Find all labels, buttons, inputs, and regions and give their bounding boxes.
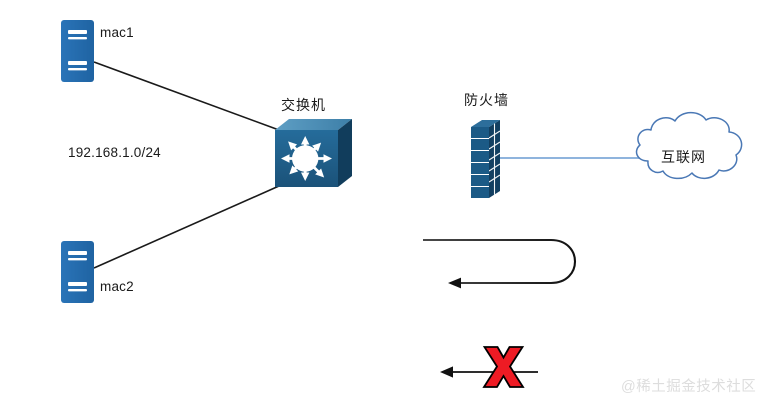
switch-icon[interactable] xyxy=(272,119,352,193)
server-icon-mac2[interactable] xyxy=(61,241,94,303)
link-mac2-to-switch xyxy=(93,185,280,269)
watermark: @稀土掘金技术社区 xyxy=(621,379,757,395)
subnet-label: 192.168.1.0/24 xyxy=(68,145,161,160)
node-label-internet: 互联网 xyxy=(661,149,706,165)
node-label-mac1: mac1 xyxy=(100,25,134,40)
loopback-arrow xyxy=(423,238,576,289)
cloud-icon-internet[interactable] xyxy=(635,111,743,180)
node-label-switch: 交换机 xyxy=(281,97,326,113)
node-label-mac2: mac2 xyxy=(100,279,134,294)
link-mac1-to-switch xyxy=(93,61,280,131)
blocked-arrow xyxy=(440,366,538,378)
firewall-icon[interactable] xyxy=(471,120,501,198)
x-mark-icon xyxy=(482,346,525,388)
server-icon-mac1[interactable] xyxy=(61,20,94,82)
node-label-firewall: 防火墙 xyxy=(464,92,509,108)
